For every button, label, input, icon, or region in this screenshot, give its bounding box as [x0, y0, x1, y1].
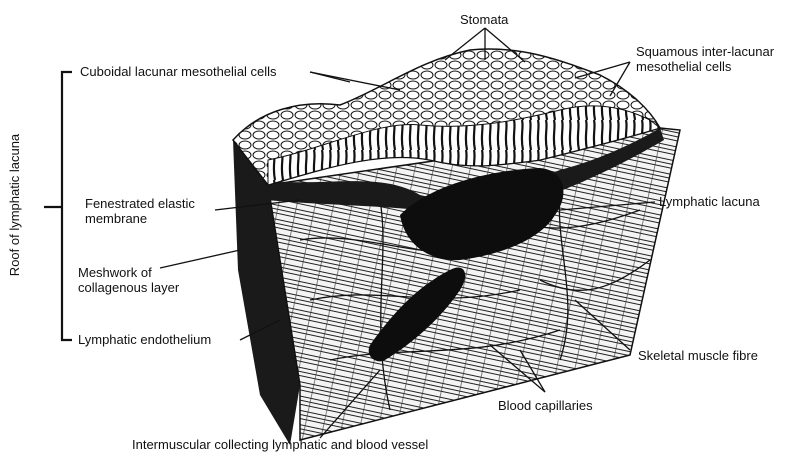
label-lymphatic-endothelium: Lymphatic endothelium: [78, 332, 211, 347]
label-intermuscular-vessel: Intermuscular collecting lymphatic and b…: [132, 437, 428, 452]
label-skeletal-muscle-fibre: Skeletal muscle fibre: [638, 348, 758, 363]
label-cuboidal-cells: Cuboidal lacunar mesothelial cells: [80, 64, 277, 79]
label-meshwork-collagenous: Meshwork of collagenous layer: [78, 265, 179, 295]
bracket-label: Roof of lymphatic lacuna: [6, 120, 24, 290]
roof-bracket: [44, 72, 72, 340]
label-fenestrated-membrane: Fenestrated elastic membrane: [85, 196, 195, 226]
label-blood-capillaries: Blood capillaries: [498, 398, 593, 413]
muscle-front-face: [268, 128, 680, 440]
label-stomata: Stomata: [460, 12, 508, 27]
label-lymphatic-lacuna: Lymphatic lacuna: [659, 194, 760, 209]
label-squamous-cells: Squamous inter-lacunar mesothelial cells: [636, 44, 774, 74]
